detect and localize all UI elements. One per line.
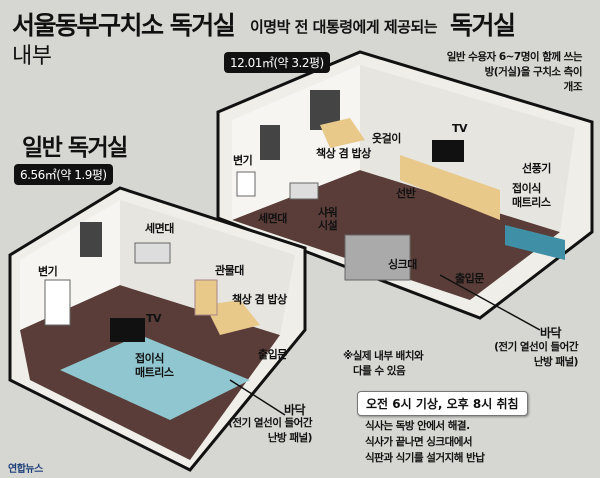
label-locker: 관물대 [215,264,244,277]
label-vip-door: 출입문 [455,272,484,285]
normal-area-badge: 6.56㎡(약 1.9평) [14,164,113,185]
label-vip-sink-basin: 세면대 [258,212,287,225]
normal-heading: 일반 독거실 [22,135,128,161]
label-shelf: 선반 [396,187,416,200]
label-fan: 선풍기 [522,162,551,175]
vip-area-badge: 12.01㎡(약 3.2평) [224,52,330,73]
label-hanger: 옷걸이 [372,132,401,145]
label-normal-toilet: 변기 [38,265,58,278]
label-sink: 싱크대 [388,258,417,271]
vip-heading-small: 이명박 전 대통령에게 제공되는 [250,18,438,36]
label-normal-sink-basin: 세면대 [145,222,174,235]
label-vip-tv: TV [452,122,468,135]
label-vip-toilet: 변기 [233,154,253,167]
vip-room-drawing [216,50,594,331]
main-subtitle: 내부 [12,44,52,69]
label-vip-floor: 바닥 [540,326,562,340]
vip-heading-big: 독거실 [450,11,516,40]
label-normal-desk: 책상 겸 밥상 [232,293,287,306]
label-normal-floor: 바닥 [284,403,306,417]
label-vip-desk: 책상 겸 밥상 [316,147,371,160]
main-title: 서울동부구치소 독거실 [12,11,236,40]
label-normal-tv: TV [146,312,162,325]
schedule-box: 오전 6시 기상, 오후 8시 취침 [357,391,528,416]
yonhap-logo: 연합뉴스 [8,464,43,475]
label-normal-door: 출입문 [258,348,287,361]
normal-room-drawing [8,186,307,472]
